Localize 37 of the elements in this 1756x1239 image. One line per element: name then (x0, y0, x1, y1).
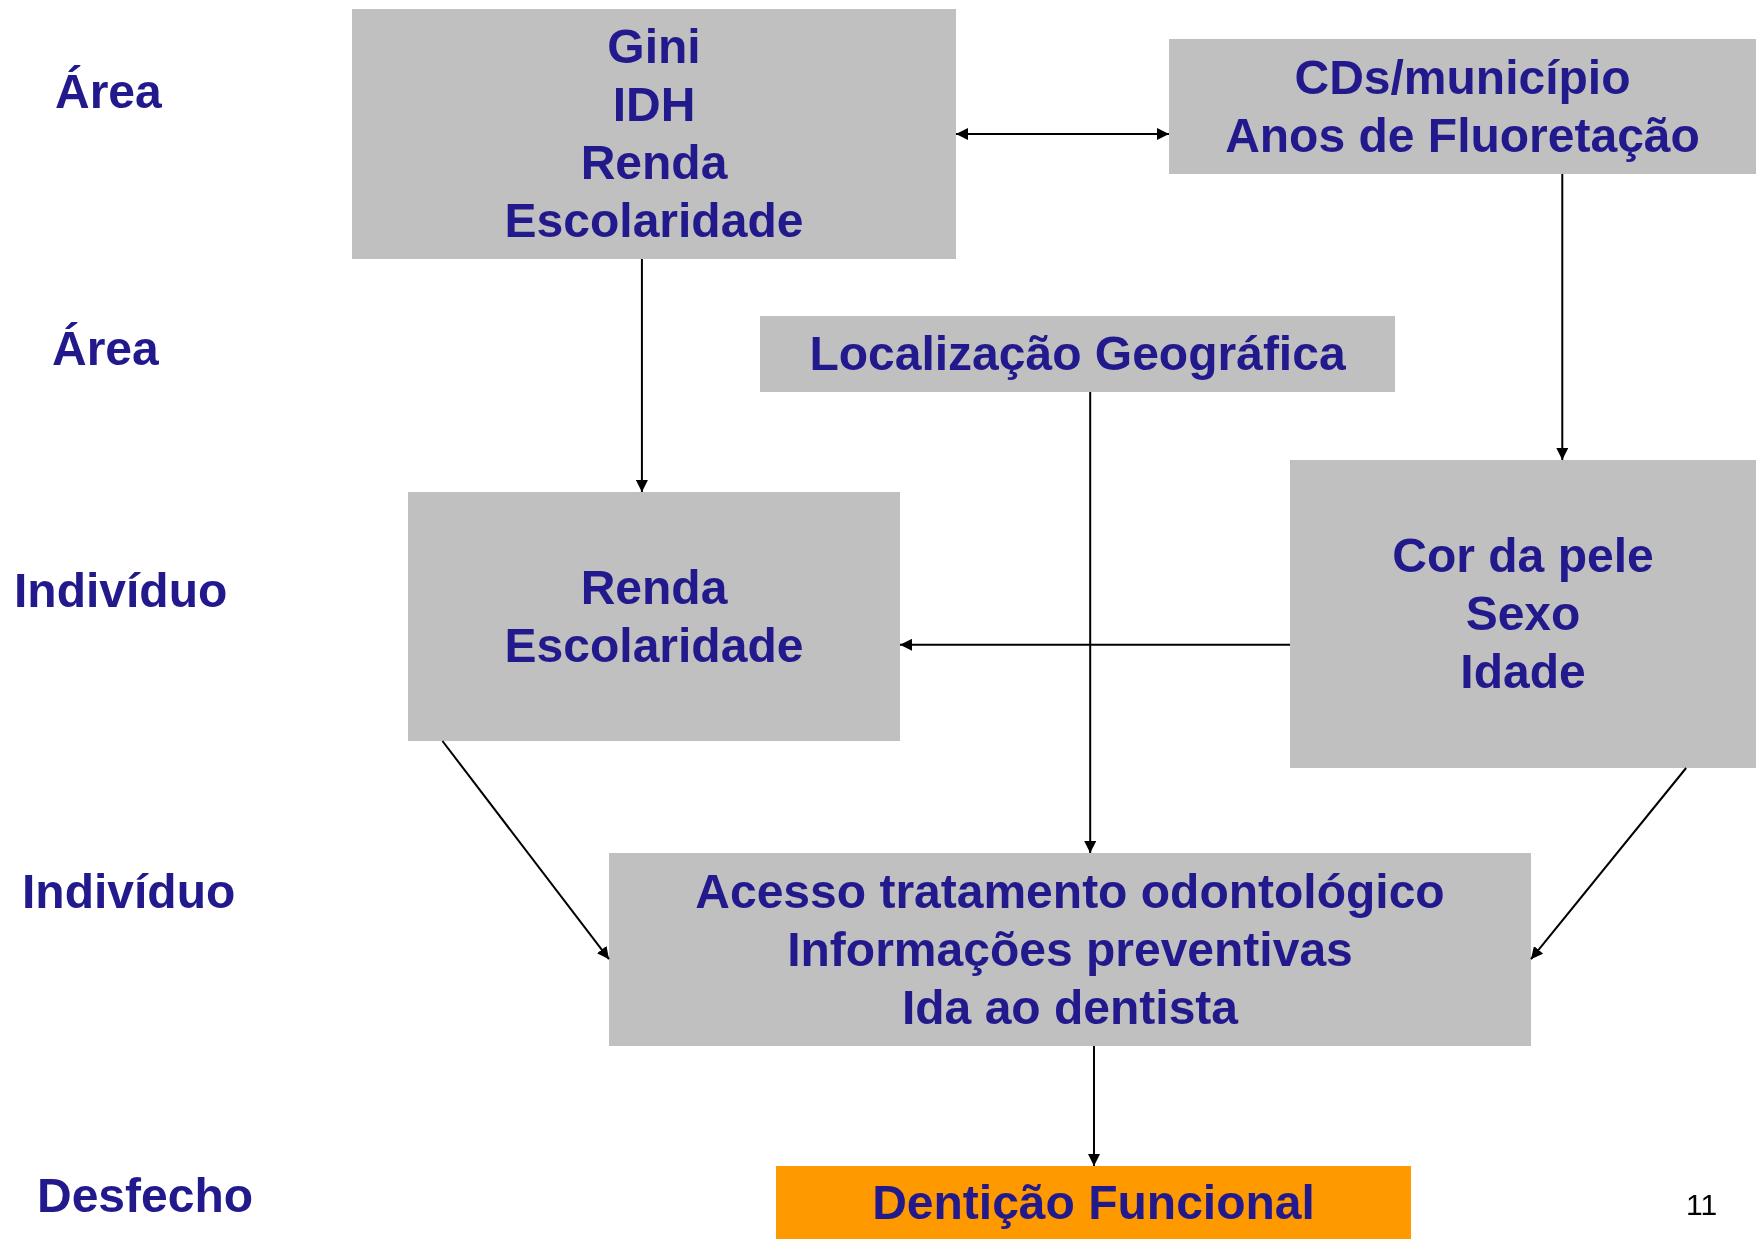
page-number: 11 (1686, 1188, 1718, 1222)
factor-box (1290, 460, 1756, 768)
factor-box (352, 9, 956, 259)
factor-box (1169, 39, 1756, 174)
factor-box (760, 316, 1395, 392)
box-text: Acesso tratamento odontológico (695, 863, 1445, 920)
box-text: IDH (612, 77, 696, 133)
box-text: Informações preventivas (787, 921, 1353, 978)
box-text: Cor da pele (1392, 528, 1654, 584)
box-text: Renda (580, 559, 728, 616)
box-text: Idade (1460, 644, 1586, 700)
arrow (1087, 1045, 1100, 1167)
arrow (1556, 173, 1569, 461)
box-text: Renda (580, 135, 728, 191)
level-label: Indivíduo (14, 563, 228, 619)
factor-box (609, 853, 1531, 1046)
arrow (1530, 767, 1688, 961)
box-text: CDs/município (1294, 49, 1631, 106)
arrow (635, 258, 648, 493)
factor-box (408, 492, 900, 741)
box-text: Dentição Funcional (872, 1174, 1315, 1231)
box-text: Gini (607, 19, 701, 75)
box-text: Escolaridade (504, 617, 804, 674)
arrow (1084, 391, 1097, 854)
arrow (955, 128, 1170, 140)
level-label: Área (55, 64, 162, 120)
box-text: Sexo (1465, 586, 1581, 642)
box-text: Escolaridade (504, 193, 804, 249)
box-text: Anos de Fluoretação (1225, 107, 1700, 164)
level-label: Desfecho (37, 1168, 254, 1224)
level-label: Indivíduo (22, 864, 236, 920)
box-text: Localização Geográfica (809, 326, 1346, 382)
level-label: Área (52, 321, 159, 377)
arrow (899, 638, 1291, 651)
outcome-box (776, 1166, 1411, 1239)
arrow (441, 740, 610, 961)
box-text: Ida ao dentista (901, 979, 1239, 1036)
